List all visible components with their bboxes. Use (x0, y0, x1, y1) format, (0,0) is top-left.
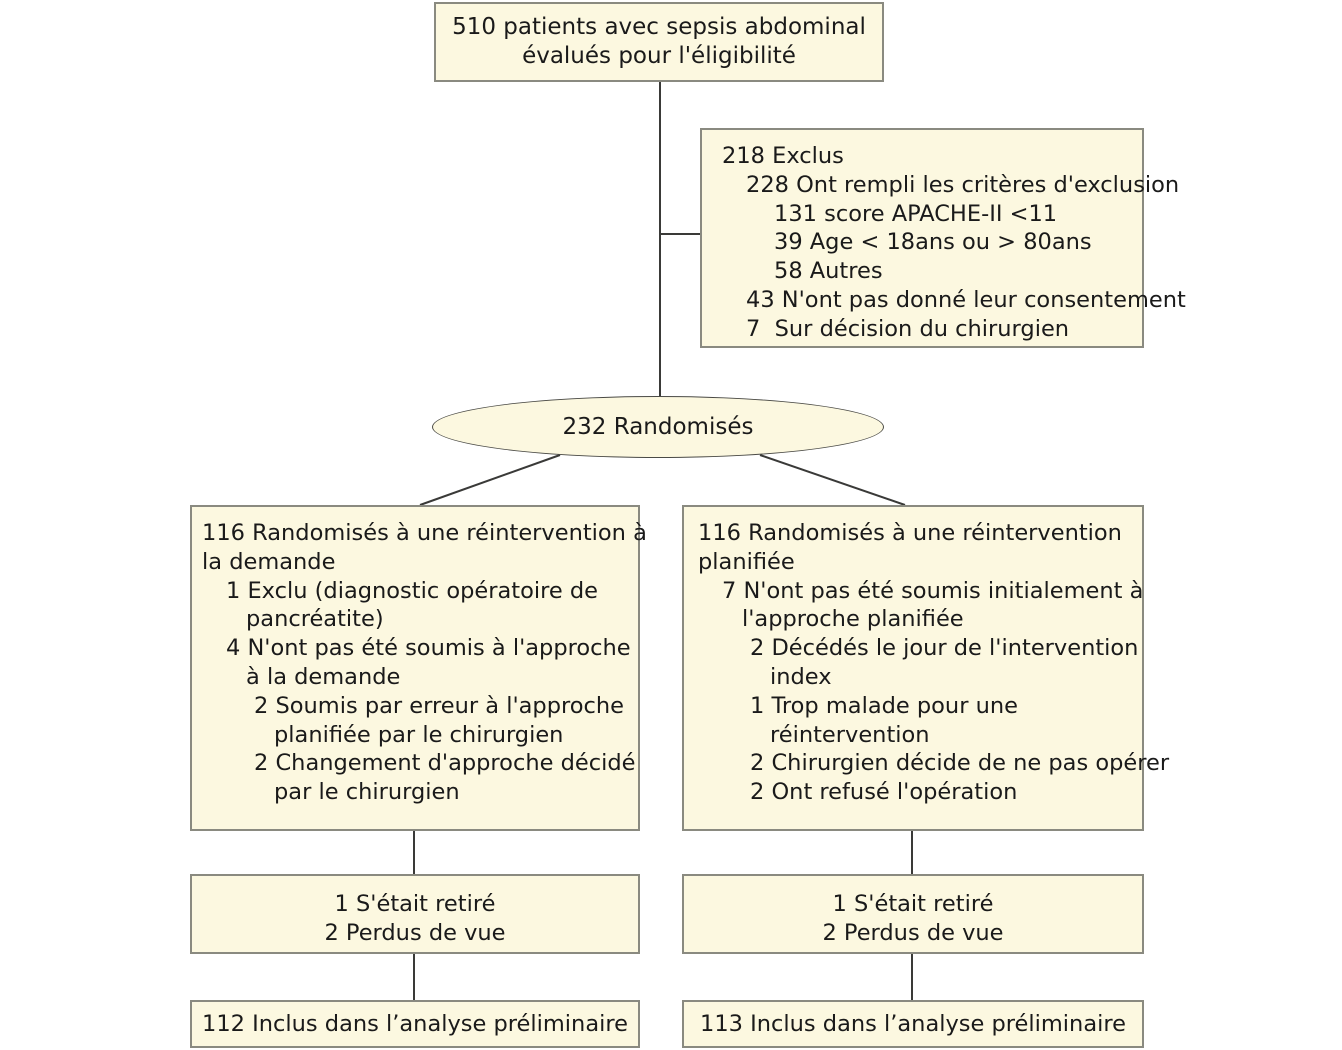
node-randomized: 232 Randomisés (432, 396, 884, 458)
ondemand-line-change: 2 Changement d'approche décidé (254, 750, 636, 777)
ondemand-line-excluded: 1 Exclu (diagnostic opératoire de (226, 577, 599, 604)
planned-line-toosick: 1 Trop malade pour une (750, 692, 1018, 719)
node-eligibility: 510 patients avec sepsis abdominal évalu… (434, 2, 884, 82)
ondemand-line-head-2: la demande (202, 548, 336, 575)
planned-line-toosick-cont: réintervention (770, 721, 930, 748)
excluded-line-consent: 43 N'ont pas donné leur consentement (746, 286, 1186, 313)
node-analysis-left: 112 Inclus dans l’analyse préliminaire (190, 1000, 640, 1048)
ondemand-line-error: 2 Soumis par erreur à l'approche (254, 692, 624, 719)
node-planned: 116 Randomisés à une réintervention plan… (682, 505, 1170, 831)
planned-line-refused: 2 Ont refusé l'opération (750, 779, 1018, 806)
planned-line-notsubmitted: 7 N'ont pas été soumis initialement à (722, 577, 1144, 604)
ondemand-line-head-1: 116 Randomisés à une réintervention à (202, 520, 647, 546)
excluded-line-other: 58 Autres (774, 258, 883, 285)
planned-line-notsubmitted-cont: l'approche planifiée (742, 606, 964, 633)
randomized-label: 232 Randomisés (562, 414, 754, 440)
lost-right-line-2: 2 Perdus de vue (822, 919, 1004, 946)
excluded-line-age: 39 Age < 18ans ou > 80ans (774, 229, 1092, 256)
planned-line-died-cont: index (770, 663, 832, 690)
ondemand-line-error-cont: planifiée par le chirurgien (274, 721, 564, 748)
eligibility-line-2: évalués pour l'éligibilité (522, 43, 796, 69)
planned-line-head-1: 116 Randomisés à une réintervention (698, 520, 1122, 546)
ondemand-line-notsubmitted-cont: à la demande (246, 663, 401, 690)
ondemand-line-change-cont: par le chirurgien (274, 779, 460, 806)
eligibility-line-1: 510 patients avec sepsis abdominal (452, 13, 866, 40)
planned-line-died: 2 Décédés le jour de l'intervention (750, 635, 1139, 662)
analysis-left-label: 112 Inclus dans l’analyse préliminaire (202, 1010, 628, 1037)
node-lost-right: 1 S'était retiré 2 Perdus de vue (682, 874, 1144, 954)
lost-left-line-2: 2 Perdus de vue (324, 919, 506, 946)
connector-randomized-to-ondemand (419, 454, 561, 506)
node-ondemand: 116 Randomisés à une réintervention à la… (190, 505, 647, 831)
excluded-line-surgeon: 7 Sur décision du chirurgien (746, 315, 1070, 342)
ondemand-line-excluded-cont: pancréatite) (246, 606, 384, 633)
planned-line-surgeon-declined: 2 Chirurgien décide de ne pas opérer (750, 750, 1170, 777)
node-lost-left: 1 S'était retiré 2 Perdus de vue (190, 874, 640, 954)
ondemand-line-notsubmitted: 4 N'ont pas été soumis à l'approche (226, 635, 631, 662)
lost-left-line-1: 1 S'était retiré (334, 891, 496, 917)
planned-line-head-2: planifiée (698, 548, 795, 575)
excluded-line-total: 218 Exclus (722, 143, 844, 169)
node-analysis-right: 113 Inclus dans l’analyse préliminaire (682, 1000, 1144, 1048)
excluded-line-criteria: 228 Ont rempli les critères d'exclusion (746, 171, 1180, 198)
lost-right-line-1: 1 S'était retiré (832, 891, 994, 917)
node-excluded: 218 Exclus 228 Ont rempli les critères d… (700, 128, 1186, 348)
excluded-line-apache: 131 score APACHE-II <11 (774, 200, 1058, 227)
analysis-right-label: 113 Inclus dans l’analyse préliminaire (700, 1010, 1126, 1037)
connector-randomized-to-planned (759, 454, 906, 506)
